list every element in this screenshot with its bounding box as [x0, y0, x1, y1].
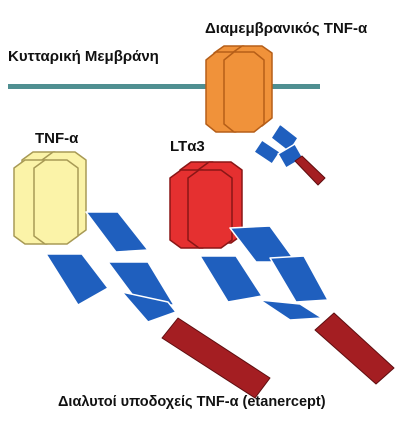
soluble-tnf-label: TNF-α	[35, 130, 79, 147]
soluble-tnf-trimer-icon	[13, 151, 87, 245]
transmembrane-receptor-icon	[253, 123, 326, 186]
lta3-label: LTα3	[170, 138, 205, 155]
transmembrane-tnf-trimer-icon	[205, 45, 273, 133]
etanercept-caption: Διαλυτοί υποδοχείς TNF-α (etanercept)	[58, 394, 326, 410]
transmembrane-tnf-label: Διαμεμβρανικός TNF-α	[205, 20, 368, 37]
cell-membrane-line	[8, 84, 320, 89]
cell-membrane-label: Κυτταρική Μεμβράνη	[8, 48, 159, 65]
soluble-tnf-receptor-icon	[45, 211, 271, 399]
lta3-receptor-icon	[199, 225, 395, 385]
lta3-trimer-icon	[169, 161, 243, 249]
